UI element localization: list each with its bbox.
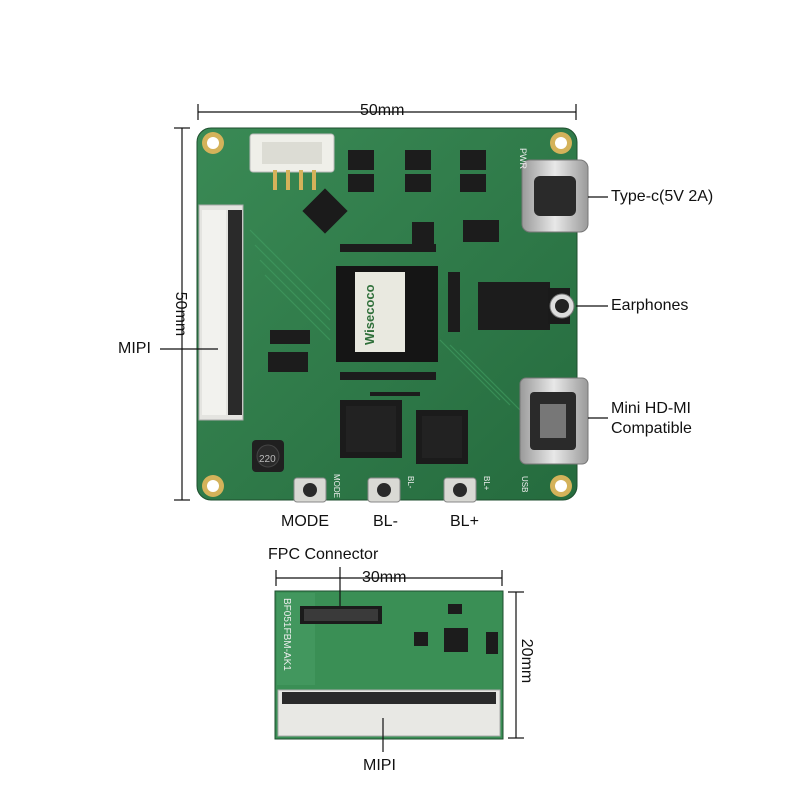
- callout-hdmi-line2: Compatible: [611, 420, 692, 437]
- pcb-traces: [249, 229, 521, 411]
- inductor: [252, 440, 284, 472]
- callout-mode: MODE: [281, 513, 329, 530]
- dimension-width-main: [197, 104, 577, 120]
- callout-bl-minus: BL-: [373, 513, 398, 530]
- height-label-main: 50mm: [172, 291, 190, 337]
- qfp-chip-left: [340, 400, 402, 458]
- callout-bl-plus: BL+: [450, 513, 479, 530]
- small-ic: [463, 220, 499, 242]
- dimension-width-adapter: [275, 570, 503, 586]
- dimension-height-adapter: [508, 591, 524, 739]
- mosfet-row: [348, 150, 486, 192]
- usb-type-c-port: [521, 159, 589, 233]
- passive-components: [268, 244, 460, 396]
- main-soc-chip: [336, 266, 438, 362]
- silk-mode: MODE: [332, 474, 341, 498]
- adapter-mipi-connector: [277, 689, 501, 737]
- earphone-jack: [478, 282, 575, 330]
- small-qfp-chip: [302, 188, 348, 234]
- chip-brand-text: Wisecoco: [362, 284, 377, 345]
- callout-mipi-adapter: MIPI: [363, 757, 396, 774]
- width-label-adapter: 30mm: [362, 569, 407, 586]
- main-board: Wisecoco: [196, 127, 589, 503]
- mounting-hole: [550, 475, 572, 497]
- callout-fpc-connector: FPC Connector: [268, 546, 379, 563]
- fpc-connector: [300, 606, 382, 624]
- mounting-hole: [202, 132, 224, 154]
- callout-lines: [160, 196, 608, 419]
- bl-minus-button: [367, 477, 401, 503]
- silk-bl-plus: BL+: [482, 476, 491, 491]
- callout-mipi-main: MIPI: [118, 340, 151, 357]
- callout-hdmi-line1: Mini HD-MI: [611, 400, 691, 417]
- mode-button: [293, 477, 327, 503]
- qfp-chip-right: [416, 410, 468, 464]
- mipi-connector-main: [198, 204, 244, 421]
- adapter-callout-lines: [339, 567, 384, 752]
- silk-usb: USB: [520, 476, 529, 492]
- mounting-hole: [202, 475, 224, 497]
- silk-pwr: PWR: [518, 148, 528, 169]
- adapter-components: [414, 604, 498, 654]
- jst-connector: [249, 133, 335, 190]
- mini-hdmi-port: [519, 377, 589, 465]
- inductor-marking: 220: [259, 454, 276, 465]
- silk-bl-minus: BL-: [406, 476, 415, 489]
- adapter-silk-part: BF051FBM-AK1: [281, 598, 292, 671]
- adapter-board: BF051FBM-AK1: [274, 590, 504, 740]
- callout-type-c: Type-c(5V 2A): [611, 188, 714, 205]
- small-ic: [412, 222, 434, 244]
- callout-earphones: Earphones: [611, 297, 689, 314]
- dimension-height-main: [174, 127, 190, 501]
- mounting-hole: [550, 132, 572, 154]
- width-label-main: 50mm: [360, 102, 405, 119]
- bl-plus-button: [443, 477, 477, 503]
- height-label-adapter: 20mm: [518, 638, 536, 684]
